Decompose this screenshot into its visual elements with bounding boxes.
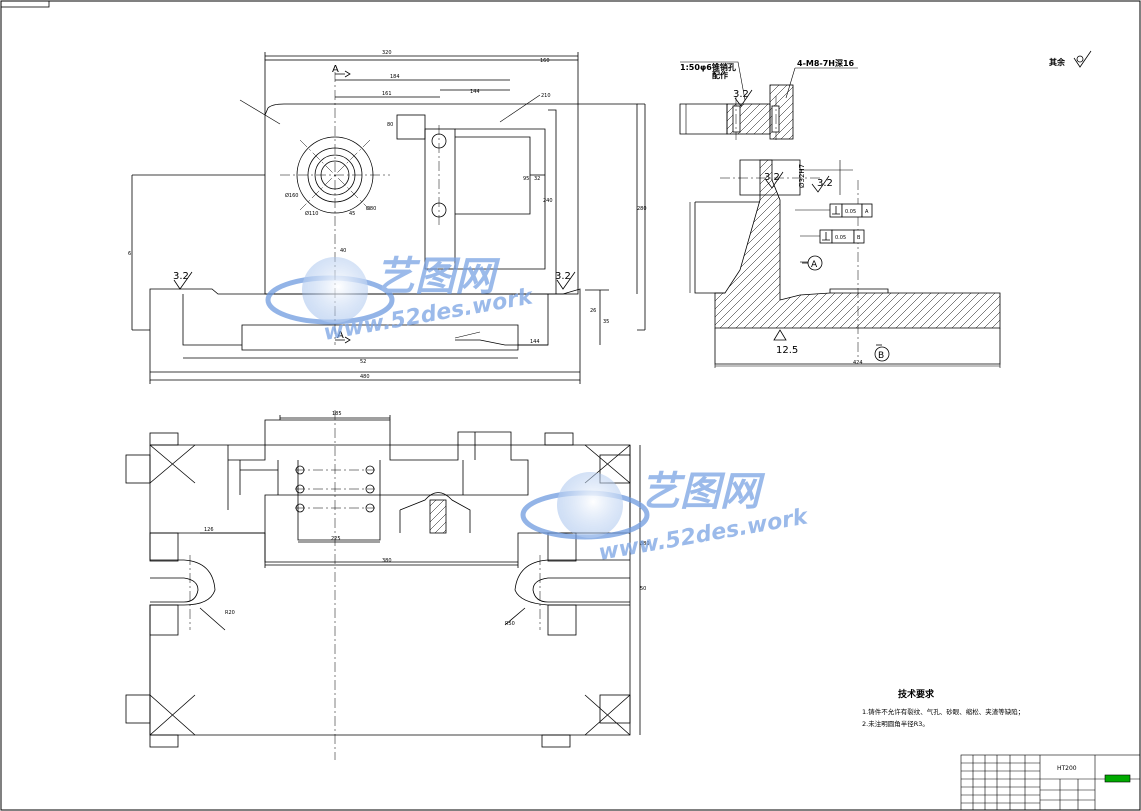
circle-dimension-texts: Ø160 Ø110 Ø80 45: [285, 192, 376, 217]
finish-value-detail-a: 3.2: [733, 89, 749, 100]
finish-symbol-detail-a: [734, 89, 753, 107]
bottom-view-dimension-texts: 185 380 225 126 50 380 R20 R50: [204, 411, 650, 627]
tolerance-value-2: 0.05: [835, 235, 846, 241]
dim-text: 185: [332, 411, 342, 417]
finish-symbol-bottom: [773, 329, 787, 341]
remaining-finish-note: 其余: [1049, 57, 1066, 67]
dim-text: 160: [540, 58, 550, 64]
dim-text: R20: [225, 610, 235, 616]
tech-req-line-1: 1.铸件不允许有裂纹、气孔、砂眼、缩松、夹渣等缺陷；: [862, 707, 1024, 716]
dim-text: 144: [530, 339, 540, 345]
dim-text: 32: [534, 176, 540, 182]
tolerance-value-1: 0.05: [845, 209, 856, 215]
bottom-view-centerlines: [189, 410, 541, 760]
match-drill-note: 配作: [712, 70, 728, 80]
tolerance-datum-2: B: [857, 235, 861, 241]
dim-text: 161: [382, 91, 392, 97]
dim-text: 26: [590, 308, 596, 314]
dim-text: R50: [505, 621, 515, 627]
watermark-brand-1: 艺图网: [375, 254, 501, 300]
watermark-2: 艺图网 www.52des.work: [520, 469, 811, 566]
dim-text: 184: [390, 74, 400, 80]
dim-text: 95: [523, 176, 529, 182]
leader-lines: [239, 94, 541, 339]
thread-note: 4-M8-7H深16: [797, 58, 855, 68]
section-dimension-lines: [680, 61, 1001, 368]
tolerance-frame-1: [829, 203, 873, 218]
bottom-view: [125, 415, 641, 748]
finish-symbol-detail-c: [811, 175, 830, 193]
dim-text: 40: [340, 248, 346, 254]
watermark-1: 艺图网 www.52des.work: [265, 254, 536, 346]
dim-text: 480: [360, 374, 370, 380]
dim-text: 380: [640, 541, 650, 547]
dim-text: 210: [541, 93, 551, 99]
dim-text: 240: [543, 198, 553, 204]
watermark-brand-2: 艺图网: [640, 469, 766, 515]
dim-text: 144: [470, 89, 480, 95]
dim-angle-45: 45: [349, 211, 355, 217]
tolerance-frame-2: [819, 229, 865, 244]
tech-req-title: 技术要求: [898, 688, 935, 700]
finish-value-detail-c: 3.2: [817, 178, 833, 189]
datum-label-b: B: [878, 351, 884, 361]
dim-diameter-160: Ø160: [285, 192, 298, 199]
dim-text: 50: [640, 586, 646, 592]
dim-text: 126: [204, 527, 214, 533]
tech-req-line-2: 2.未注明圆角半径R3。: [862, 719, 929, 728]
section-label-top: A: [332, 64, 339, 75]
pin-hole-note: φ6锥销孔: [700, 62, 736, 72]
dim-text: 80: [387, 122, 393, 128]
finish-symbol-detail-b: [765, 171, 784, 189]
title-block: [960, 754, 1141, 811]
top-view-dimension-texts: 320 160 184 161 144 80 210 240 280 95 32…: [128, 50, 647, 380]
top-view-centerlines: [280, 72, 440, 345]
top-view: [131, 52, 646, 384]
material-label: HT200: [1057, 765, 1077, 772]
dim-text: 280: [637, 206, 647, 212]
remaining-finish-symbol: [1073, 50, 1092, 68]
finish-value-detail-b: 3.2: [764, 172, 780, 183]
datum-label-a: A: [811, 260, 818, 270]
dim-text: 6: [128, 251, 131, 257]
datum-marker-b: [874, 344, 890, 362]
dim-text: 52: [360, 359, 366, 365]
section-label-bottom: A: [337, 330, 344, 341]
datum-marker-a: [802, 255, 823, 271]
dim-text: 225: [331, 536, 341, 542]
finish-symbol-left: [173, 271, 193, 290]
finish-value-right: 3.2: [555, 271, 571, 282]
dim-text: 320: [382, 50, 392, 56]
finish-value-left: 3.2: [173, 271, 189, 282]
finish-value-bottom: 12.5: [776, 345, 798, 356]
section-detail-centerlines: [720, 96, 859, 360]
section-markers: [335, 70, 351, 344]
dim-diameter-80: Ø80: [366, 205, 376, 212]
tolerance-datum-1: A: [865, 209, 869, 215]
bore-label: Ø32H7: [798, 164, 806, 188]
finish-symbol-right: [556, 271, 576, 290]
scale-note: 1:50: [680, 63, 700, 72]
dim-diameter-110: Ø110: [305, 210, 318, 217]
section-detail: [679, 84, 1001, 365]
dim-text: 35: [603, 319, 609, 325]
dim-text: 380: [382, 558, 392, 564]
dim-width: 424: [853, 360, 863, 366]
